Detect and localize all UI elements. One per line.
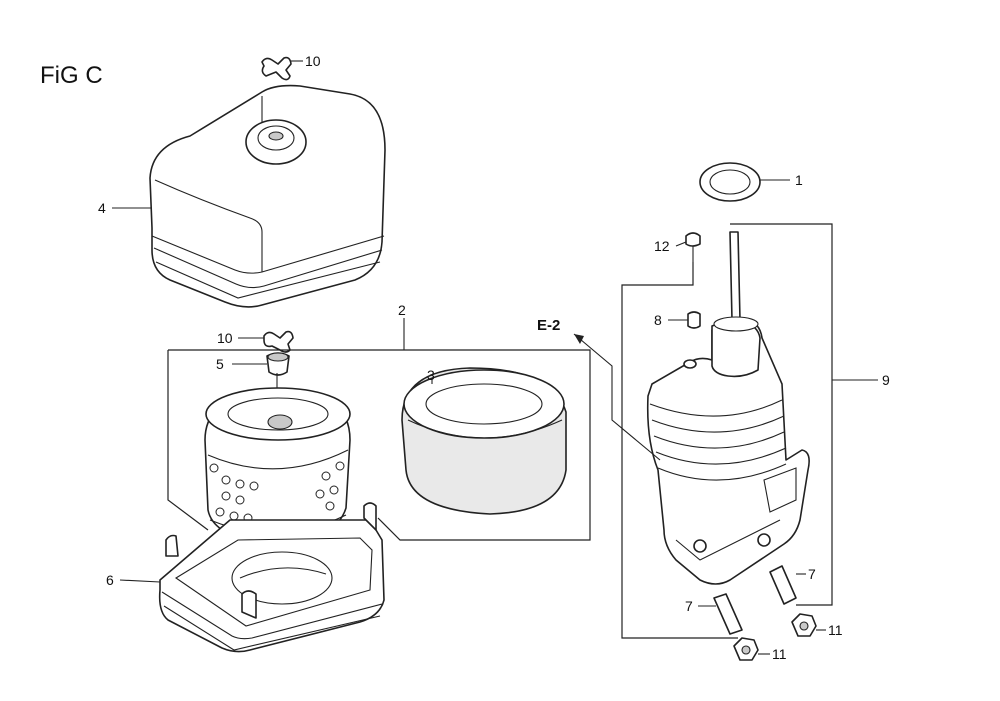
callout-10-middle: 10 <box>217 330 233 346</box>
arrow-head-e2 <box>574 334 584 344</box>
breather-tube-a <box>769 565 797 605</box>
breather-tube-b <box>713 593 743 635</box>
collar-pin <box>687 311 701 329</box>
callout-1: 1 <box>795 172 803 188</box>
bolt <box>685 232 701 262</box>
leader-12 <box>675 241 687 247</box>
callout-3: 3 <box>427 367 435 383</box>
air-cleaner-cover <box>149 84 386 308</box>
foam-element <box>401 367 567 515</box>
leader-6 <box>119 579 161 583</box>
callout-12: 12 <box>654 238 670 254</box>
nut-b <box>733 637 759 661</box>
gasket-ring <box>699 162 761 202</box>
air-cleaner-base <box>158 502 385 653</box>
leader-e2 <box>573 333 661 461</box>
reference-e2: E-2 <box>537 317 560 334</box>
wing-nut-top <box>261 56 292 81</box>
air-cleaner-case <box>646 231 810 585</box>
callout-6: 6 <box>106 572 114 588</box>
callout-11-left: 11 <box>772 646 787 662</box>
callout-9: 9 <box>882 372 890 388</box>
bracket-frame-9-right <box>730 223 833 606</box>
callout-11-right: 11 <box>828 622 843 638</box>
callout-5: 5 <box>216 356 224 372</box>
callout-7-right: 7 <box>808 566 816 582</box>
bracket-frame-9-left <box>621 262 738 639</box>
callout-4: 4 <box>98 200 106 216</box>
nut-a <box>791 613 817 637</box>
wing-nut-middle <box>263 330 294 353</box>
callout-7-left: 7 <box>685 598 693 614</box>
callout-2: 2 <box>398 302 406 318</box>
collar <box>266 352 290 420</box>
figure-title: FiG C <box>40 62 103 89</box>
bracket-frame-2 <box>168 349 591 541</box>
callout-8: 8 <box>654 312 662 328</box>
air-filter-element <box>204 387 351 545</box>
callout-10-top: 10 <box>305 53 321 69</box>
bracket-frame-2-left <box>167 350 209 531</box>
